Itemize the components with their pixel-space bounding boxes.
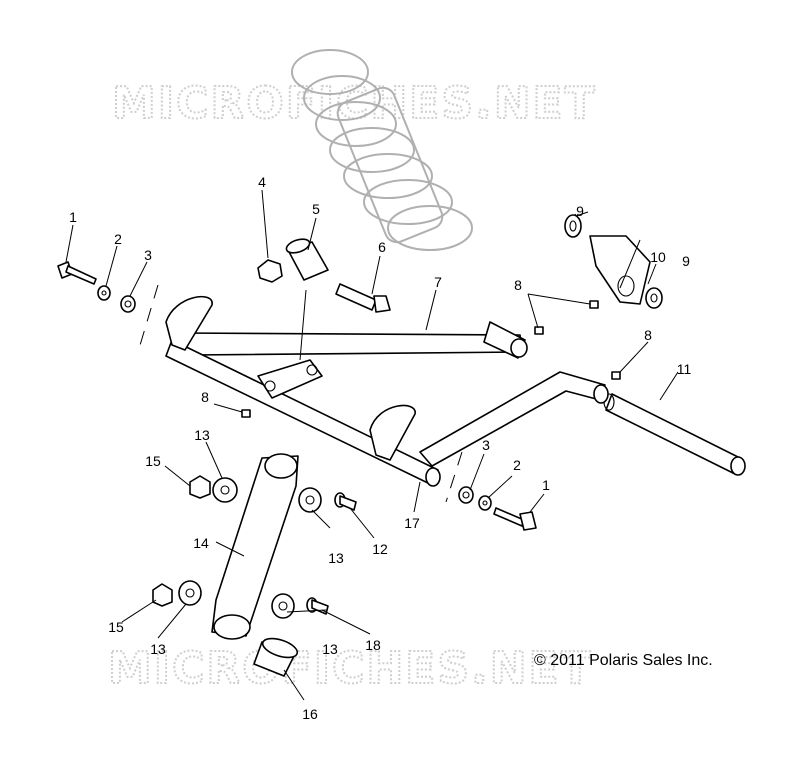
watermark-bottom: MICROFICHES.NET [108, 643, 593, 694]
fitting-8a [589, 300, 599, 309]
callout-11: 11 [677, 361, 692, 377]
pin-12 [334, 492, 357, 511]
bushing-5 [285, 238, 329, 281]
callout-10: 10 [650, 249, 666, 265]
callout-13-b: 13 [328, 550, 344, 566]
bolt-1-right [493, 507, 537, 531]
callout-13-a: 13 [194, 427, 210, 443]
link-14 [211, 453, 299, 640]
callout-14: 14 [193, 535, 209, 551]
bolt-1-left [57, 261, 97, 285]
shock-spring [291, 49, 473, 251]
callout-8-right: 8 [644, 327, 652, 343]
callout-18: 18 [365, 637, 381, 653]
alignment-lines [137, 284, 463, 503]
callout-17: 17 [404, 515, 420, 531]
callout-numbers: 1 2 3 4 5 6 7 8 8 8 9 9 10 11 12 13 13 1… [69, 174, 691, 722]
pivot-10 [589, 235, 651, 305]
nut-15b [152, 583, 173, 607]
callout-13-d: 13 [322, 641, 338, 657]
fitting-8b [534, 326, 544, 335]
callout-12: 12 [372, 541, 388, 557]
callout-7: 7 [434, 274, 442, 290]
callout-8-left: 8 [201, 389, 209, 405]
callout-13-c: 13 [150, 641, 166, 657]
callout-3-right: 3 [482, 437, 490, 453]
callout-5: 5 [312, 201, 320, 217]
copyright-text: © 2011 Polaris Sales Inc. [534, 652, 713, 669]
bushing-16 [253, 637, 299, 677]
callout-15-top: 15 [145, 453, 161, 469]
washer-9a [564, 214, 582, 238]
callout-6: 6 [378, 239, 386, 255]
shaft-11 [603, 393, 746, 476]
nut-4 [257, 259, 283, 283]
fitting-8d [241, 409, 251, 418]
a-arm-7 [165, 295, 609, 487]
callout-16: 16 [302, 706, 318, 722]
callout-9-right: 9 [682, 253, 690, 269]
callout-1-left: 1 [69, 209, 77, 225]
washer-3-right [458, 486, 474, 504]
callout-3-left: 3 [144, 247, 152, 263]
callout-9-left: 9 [576, 203, 584, 219]
bolt-6 [335, 283, 391, 313]
washer-13b [298, 487, 322, 513]
watermark-top: MICROFICHES.NET [112, 78, 597, 129]
fitting-8c [611, 371, 621, 380]
washer-3-left [120, 295, 136, 313]
washer-2-right [478, 495, 492, 511]
washer-2-left [97, 285, 111, 301]
leader-lines [65, 189, 679, 701]
callout-2-left: 2 [114, 231, 122, 247]
callout-15-bottom: 15 [108, 619, 124, 635]
washer-13c [178, 580, 202, 606]
washer-13a [212, 477, 238, 503]
washer-13d [271, 593, 295, 619]
callout-1-right: 1 [542, 477, 550, 493]
callout-2-right: 2 [513, 457, 521, 473]
callout-4: 4 [258, 174, 266, 190]
callout-8-top: 8 [514, 277, 522, 293]
nut-15a [189, 475, 211, 499]
washer-9b [645, 287, 663, 309]
